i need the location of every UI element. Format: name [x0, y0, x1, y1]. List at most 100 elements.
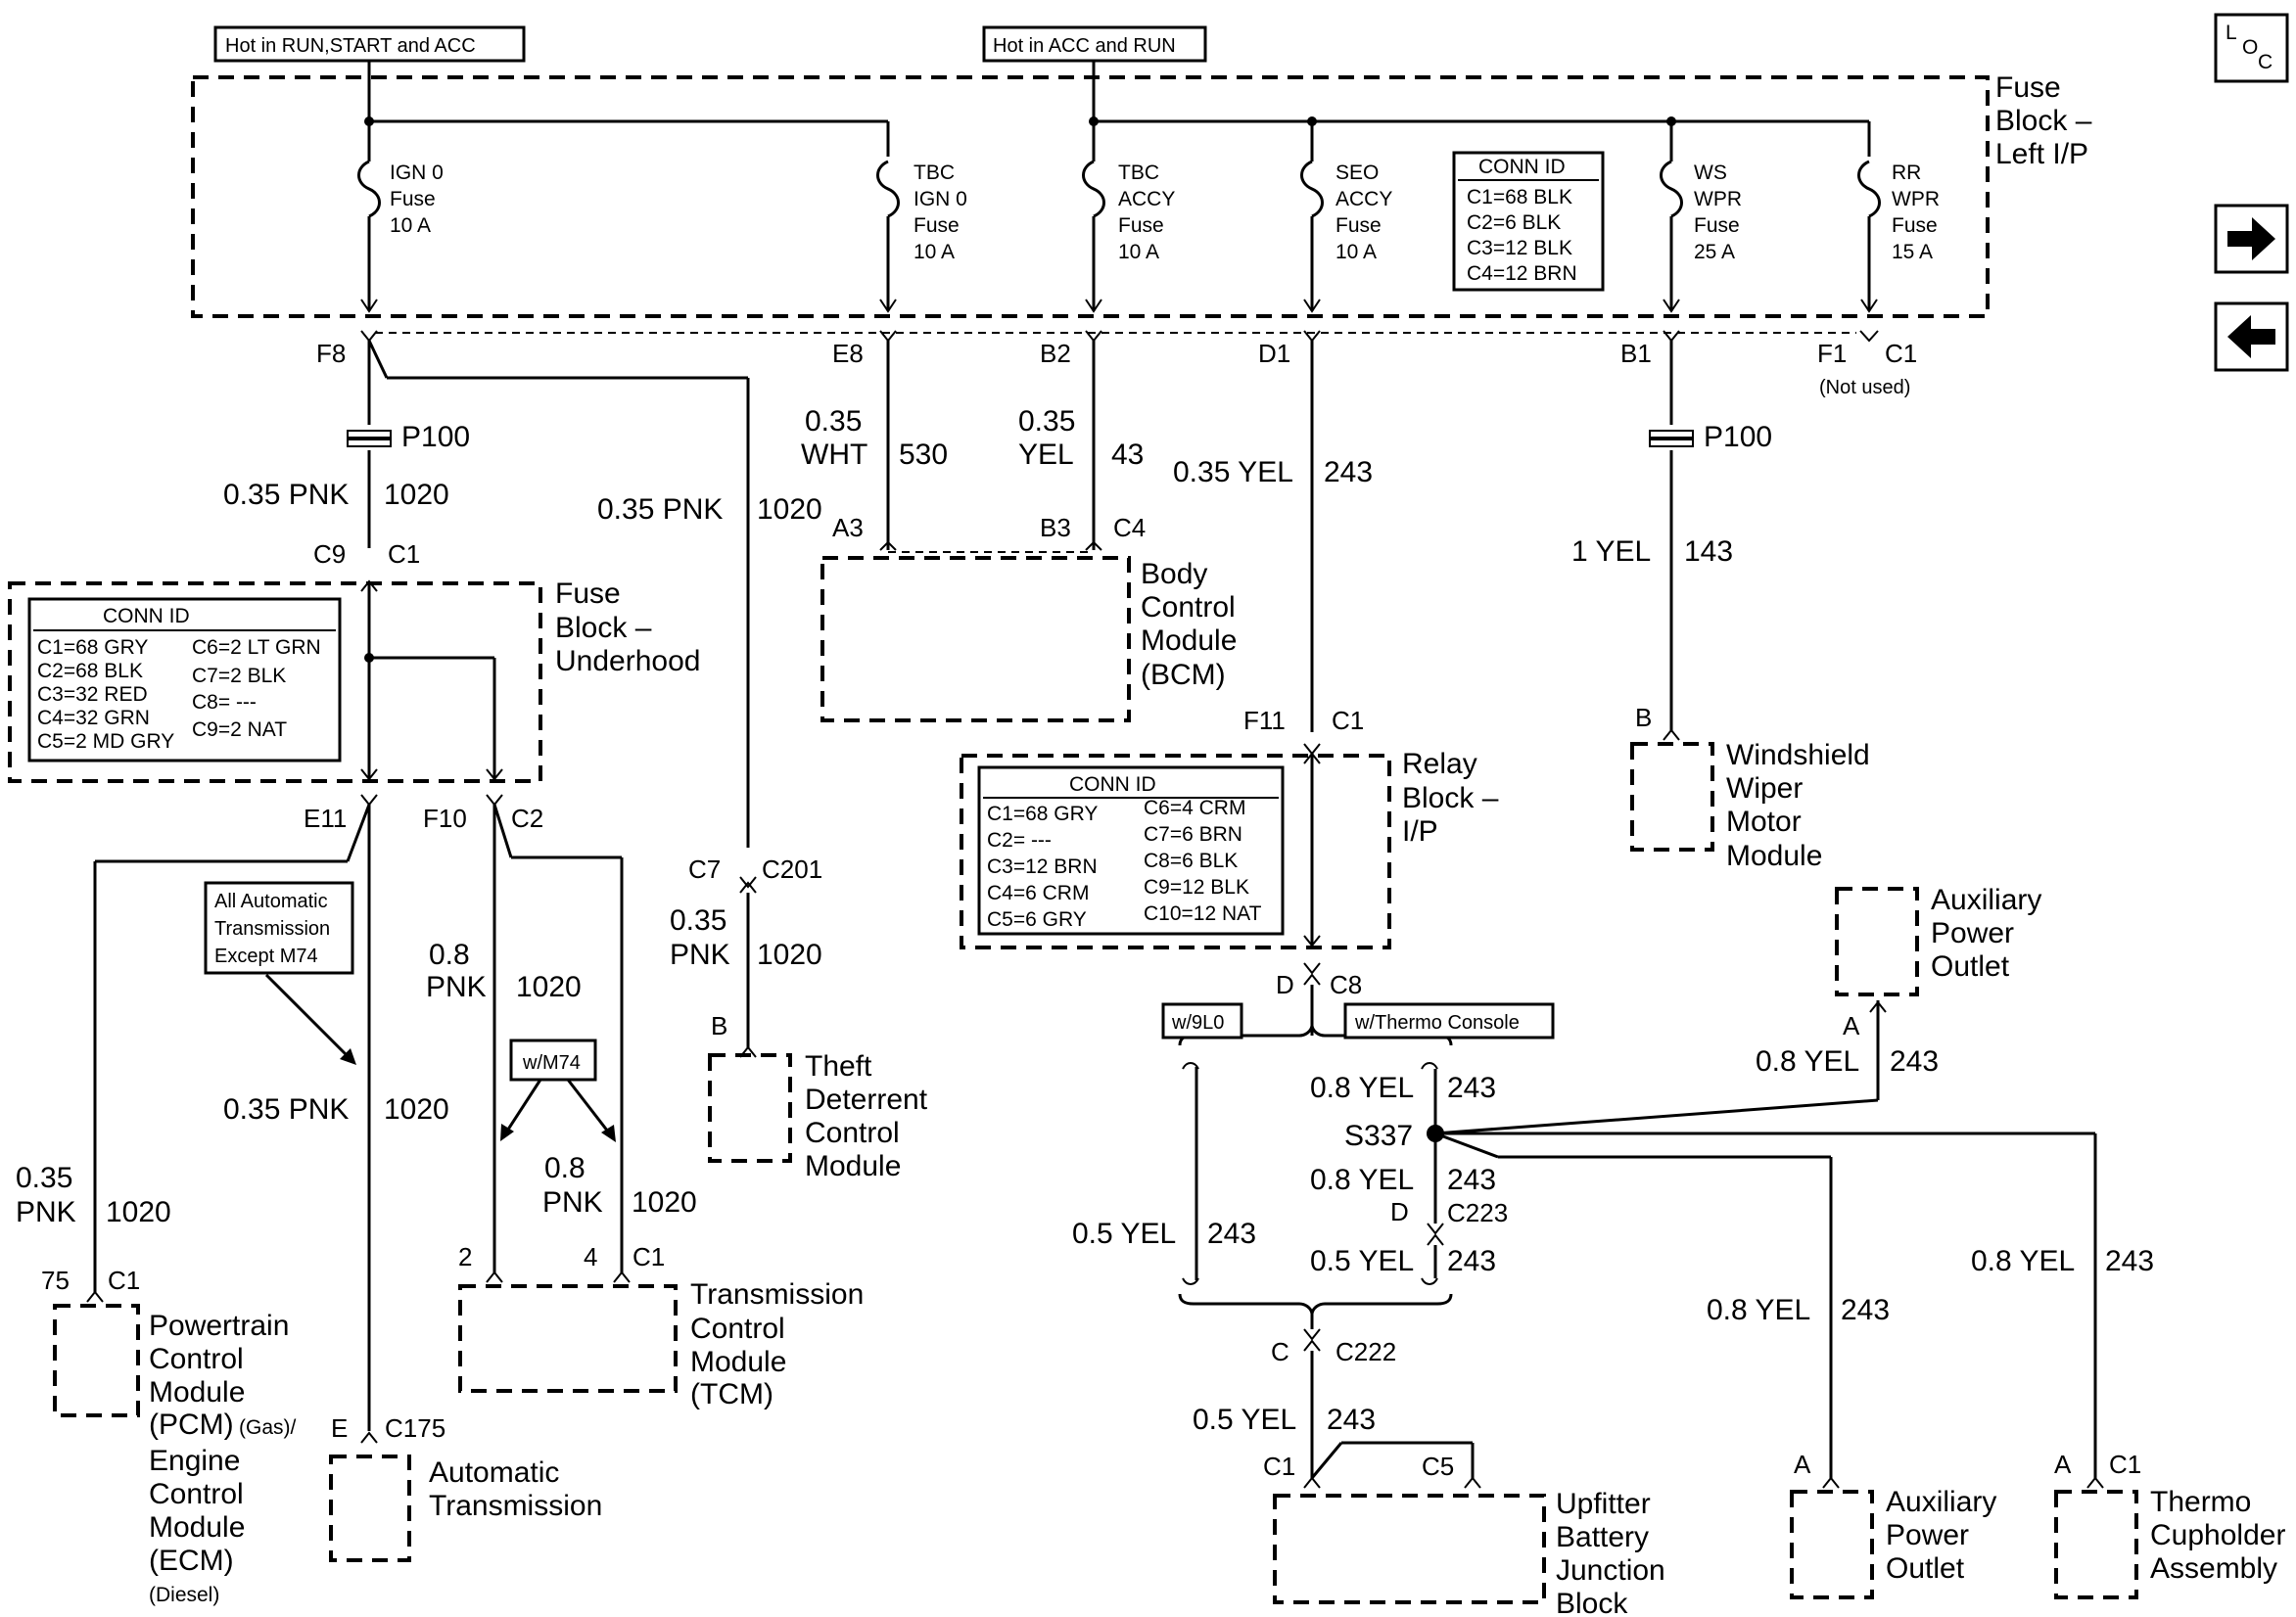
svg-text:Control: Control	[805, 1117, 900, 1149]
header-hot-run-start-acc: Hot in RUN,START and ACC	[213, 25, 526, 63]
svg-text:1020: 1020	[757, 493, 822, 526]
svg-text:0.35 PNK: 0.35 PNK	[597, 493, 723, 526]
svg-text:0.5 YEL: 0.5 YEL	[1193, 1404, 1296, 1436]
svg-text:0.35 PNK: 0.35 PNK	[223, 1093, 349, 1126]
left-ip-terminals: F8 E8 B2 D1 B1 F1 C1 (Not used)	[316, 330, 1917, 398]
svg-text:E: E	[331, 1413, 348, 1443]
svg-text:Fuse: Fuse	[1892, 214, 1938, 237]
svg-text:Control: Control	[149, 1343, 244, 1375]
svg-text:F1: F1	[1817, 339, 1847, 368]
svg-text:B1: B1	[1620, 339, 1652, 368]
svg-text:2: 2	[458, 1242, 472, 1271]
next-page-button[interactable]	[2214, 204, 2289, 274]
svg-text:15 A: 15 A	[1892, 241, 1933, 263]
tcm-component: 2 4 C1 Transmission Control Module (TCM)	[458, 1242, 864, 1410]
svg-text:O: O	[2242, 36, 2258, 59]
svg-text:PNK: PNK	[542, 1186, 603, 1219]
fuse-block-left-ip: Fuse Block – Left I/P IGN 0 Fuse 10 A	[191, 61, 2092, 318]
svg-text:1020: 1020	[384, 479, 449, 511]
svg-text:ACCY: ACCY	[1118, 188, 1175, 210]
svg-text:Module: Module	[1726, 840, 1822, 872]
svg-text:530: 530	[899, 439, 948, 471]
svg-text:Auxiliary: Auxiliary	[1886, 1486, 1996, 1518]
svg-text:Body: Body	[1141, 558, 1207, 590]
svg-text:C8: C8	[1330, 970, 1362, 999]
svg-text:B2: B2	[1040, 339, 1071, 368]
underhood-outputs: E11 F10 C2	[93, 794, 624, 1431]
svg-text:C7=6 BRN: C7=6 BRN	[1144, 823, 1242, 846]
svg-text:Control: Control	[1141, 591, 1236, 624]
svg-text:Fuse: Fuse	[1995, 71, 2061, 104]
svg-text:CONN ID: CONN ID	[1478, 156, 1566, 178]
svg-text:I/P: I/P	[1402, 815, 1438, 848]
svg-text:Thermo: Thermo	[2150, 1486, 2251, 1518]
svg-text:C1=68 GRY: C1=68 GRY	[37, 636, 148, 659]
svg-text:C8=6 BLK: C8=6 BLK	[1144, 850, 1238, 872]
svg-text:C2=6 BLK: C2=6 BLK	[1467, 211, 1561, 234]
svg-text:Block –: Block –	[1402, 782, 1499, 814]
svg-text:C6=2 LT GRN: C6=2 LT GRN	[192, 636, 321, 659]
svg-text:C1: C1	[1332, 706, 1364, 735]
svg-text:Hot in ACC and RUN: Hot in ACC and RUN	[993, 35, 1176, 57]
svg-text:10 A: 10 A	[914, 241, 955, 263]
svg-text:C5=6 GRY: C5=6 GRY	[987, 908, 1087, 931]
rejoin-brace	[1178, 1293, 1453, 1329]
svg-text:Assembly: Assembly	[2150, 1552, 2277, 1585]
loc-button[interactable]: L O C	[2214, 13, 2289, 83]
svg-text:IGN 0: IGN 0	[914, 188, 967, 210]
svg-text:A3: A3	[832, 513, 864, 542]
svg-text:C4: C4	[1113, 513, 1146, 542]
svg-text:C7=2 BLK: C7=2 BLK	[192, 665, 286, 687]
note-w-9l0: w/9L0	[1161, 1002, 1243, 1040]
svg-text:Power: Power	[1886, 1519, 1969, 1551]
svg-text:Control: Control	[690, 1313, 785, 1345]
right-arrow-icon	[2227, 217, 2275, 260]
svg-text:0.35: 0.35	[670, 904, 726, 937]
svg-text:WHT: WHT	[801, 439, 867, 471]
prev-page-button[interactable]	[2214, 301, 2289, 372]
svg-text:Fuse: Fuse	[1335, 214, 1382, 237]
c201-connector: C7 C201 0.35 PNK 1020	[670, 855, 822, 1047]
svg-text:0.35: 0.35	[16, 1162, 72, 1194]
svg-text:(PCM): (PCM)	[149, 1409, 234, 1441]
svg-text:1020: 1020	[632, 1186, 697, 1219]
svg-text:C5=2 MD GRY: C5=2 MD GRY	[37, 730, 174, 753]
svg-text:Transmission: Transmission	[690, 1278, 864, 1311]
svg-text:C9: C9	[313, 539, 346, 569]
c222-connector: C C222 0.5 YEL 243	[1193, 1328, 1396, 1478]
svg-text:Block –: Block –	[555, 612, 652, 644]
svg-text:D: D	[1390, 1197, 1409, 1226]
svg-text:C8= ---: C8= ---	[192, 691, 257, 714]
svg-text:ACCY: ACCY	[1335, 188, 1392, 210]
svg-text:Left I/P: Left I/P	[1995, 138, 2088, 170]
svg-text:D1: D1	[1258, 339, 1290, 368]
svg-text:RR: RR	[1892, 162, 1921, 184]
svg-text:E11: E11	[304, 804, 347, 833]
svg-text:C2: C2	[511, 804, 543, 833]
svg-text:TBC: TBC	[1118, 162, 1159, 184]
svg-text:(BCM): (BCM)	[1141, 659, 1226, 691]
svg-text:L: L	[2226, 22, 2237, 44]
svg-text:Motor: Motor	[1726, 806, 1802, 838]
svg-text:(ECM): (ECM)	[149, 1545, 234, 1577]
svg-text:C222: C222	[1335, 1337, 1396, 1366]
fuse-rr-wpr: RR WPR Fuse 15 A	[1857, 160, 1940, 313]
svg-text:0.8 YEL: 0.8 YEL	[1707, 1294, 1810, 1326]
windshield-wiper-motor-module: Windshield Wiper Motor Module	[1630, 739, 1870, 872]
svg-text:Windshield: Windshield	[1726, 739, 1870, 771]
svg-text:B: B	[711, 1011, 727, 1040]
svg-text:F11: F11	[1243, 706, 1286, 735]
wiper-circuit: P100 1 YEL 143 B	[1571, 330, 1772, 741]
svg-text:243: 243	[1447, 1164, 1496, 1196]
svg-text:Module: Module	[1141, 624, 1237, 657]
svg-text:C9=12 BLK: C9=12 BLK	[1144, 876, 1249, 899]
svg-text:C10=12 NAT: C10=12 NAT	[1144, 902, 1262, 925]
svg-text:(Diesel): (Diesel)	[149, 1584, 219, 1606]
svg-text:C1: C1	[388, 539, 420, 569]
svg-text:Module: Module	[690, 1346, 786, 1378]
svg-text:C1=68 GRY: C1=68 GRY	[987, 803, 1098, 825]
svg-text:Underhood: Underhood	[555, 645, 700, 677]
svg-text:0.35 YEL: 0.35 YEL	[1173, 456, 1293, 488]
branch-thermo: 0.8 YEL 243	[1310, 1062, 1496, 1132]
